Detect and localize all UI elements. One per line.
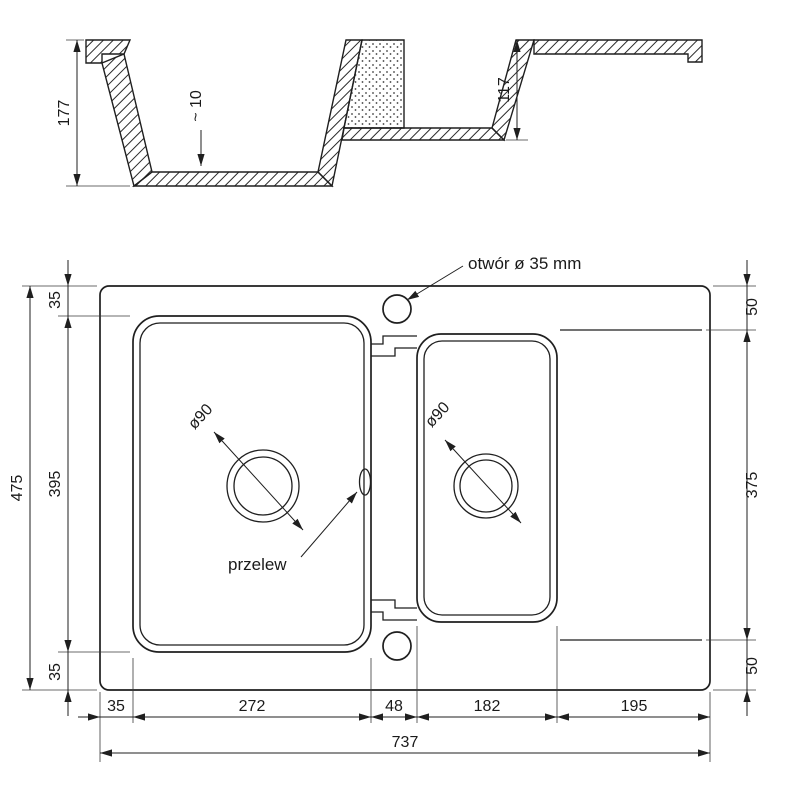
dim-right-bottom-label: 50 — [744, 657, 761, 675]
dim-right-top-label: 50 — [744, 298, 761, 316]
dim-bottom-5-label: 195 — [621, 698, 648, 715]
overflow-leader — [300, 491, 358, 558]
bowl-left-inner — [139, 322, 365, 646]
dim-total-height: 475 — [9, 286, 34, 690]
dim-total-width: 737 — [100, 734, 710, 757]
dim-depth-left-label: 177 — [56, 100, 73, 127]
bowl-right-outer — [416, 333, 558, 623]
bowl-left-bottom — [131, 171, 334, 187]
dim-depth-left: 177 — [56, 39, 130, 187]
overflow-annotation: przelew — [228, 468, 372, 574]
tap-hole-bottom — [382, 631, 412, 661]
drain-left-label: ø90 — [185, 401, 216, 433]
dim-bottom-thickness-label: ~ 10 — [188, 90, 205, 122]
dim-left-mid-label: 395 — [47, 471, 64, 498]
tap-hole-label: otwór ø 35 mm — [468, 254, 581, 273]
dim-bottom-chain: 35 272 48 182 195 — [78, 698, 710, 721]
drain-right-outer — [453, 453, 519, 519]
tap-hole-top — [382, 294, 412, 324]
bridge-step-line — [371, 599, 417, 609]
sink-outline — [99, 285, 711, 691]
bowl-right-bottom — [341, 127, 506, 141]
bowl-left-wall — [101, 53, 153, 188]
tap-hole-annotation: otwór ø 35 mm — [406, 254, 581, 301]
dim-bottom-3-label: 48 — [385, 698, 403, 715]
overflow-label: przelew — [228, 555, 287, 574]
dim-bottom-1-label: 35 — [107, 698, 125, 715]
tap-hole-leader — [406, 265, 464, 301]
drain-left-dim-line — [213, 431, 304, 531]
dim-right-chain: 50 375 50 — [743, 260, 761, 716]
section-view: 177 ~ 10 117 — [56, 39, 703, 188]
drain-right-label: ø90 — [422, 399, 453, 431]
bowl-left-outer — [132, 315, 372, 653]
dim-right-mid-label: 375 — [744, 472, 761, 499]
dim-bottom-2-label: 272 — [239, 698, 266, 715]
dim-depth-right-label: 117 — [496, 77, 513, 103]
dim-bottom-thickness: ~ 10 — [188, 90, 205, 166]
bridge-step-line — [371, 347, 417, 357]
overflow-slot — [358, 468, 372, 496]
dim-left-chain: 35 395 35 — [47, 260, 72, 716]
dim-depth-right: 117 — [496, 40, 528, 141]
plan-view: ø90 ø90 przelew otwór ø 35 mm — [99, 254, 711, 691]
dim-total-height-label: 475 — [9, 475, 26, 502]
flange-left — [85, 39, 132, 64]
dim-left-bottom-label: 35 — [47, 663, 64, 681]
flange-right — [533, 39, 703, 63]
drain-left: ø90 — [185, 401, 304, 531]
drain-right-dim-line — [444, 439, 522, 524]
dim-left-top-label: 35 — [47, 291, 64, 309]
plan-dimensions: 475 35 395 35 50 375 50 — [9, 260, 761, 762]
dim-total-width-label: 737 — [392, 734, 419, 751]
bridge-step-line — [371, 335, 417, 345]
bowl-right-inner — [423, 340, 551, 616]
bridge-step-line — [371, 611, 417, 621]
drain-right: ø90 — [422, 399, 522, 524]
dim-bottom-4-label: 182 — [474, 698, 501, 715]
